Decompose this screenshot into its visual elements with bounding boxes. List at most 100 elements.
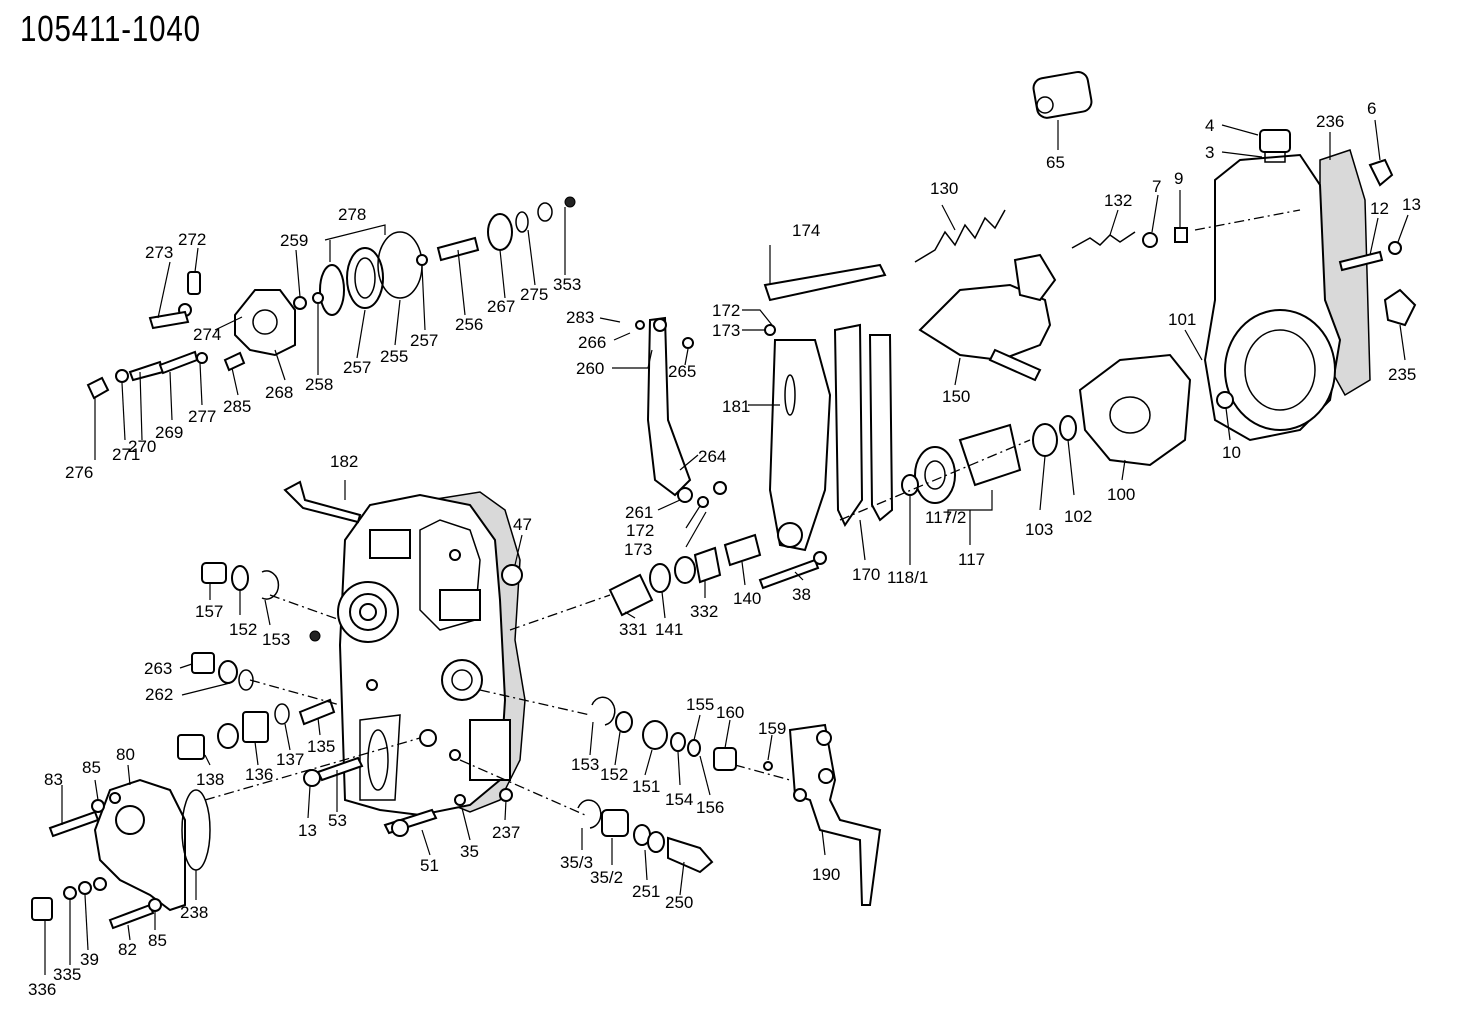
callout: 35/3 — [560, 853, 593, 872]
callout: 276 — [65, 463, 93, 482]
callout: 283 — [566, 308, 594, 327]
callout: 269 — [155, 423, 183, 442]
callout: 335 — [53, 965, 81, 984]
callout: 264 — [698, 447, 726, 466]
callout: 135 — [307, 737, 335, 756]
callout: 170 — [852, 565, 880, 584]
callout: 39 — [80, 950, 99, 969]
end-cover-80 — [31, 778, 211, 930]
leader-lines — [44, 119, 1409, 975]
callout: 152 — [229, 620, 257, 639]
spring-and-lever-150 — [914, 209, 1188, 382]
callout: 260 — [576, 359, 604, 378]
callout: 172 — [712, 301, 740, 320]
callout: 251 — [632, 882, 660, 901]
callout: 258 — [305, 375, 333, 394]
callout: 117/2 — [925, 508, 966, 527]
callout: 13 — [1402, 195, 1421, 214]
callout-labels: 273 272 259 278 274 268 258 257 255 257 … — [28, 99, 1421, 999]
callout: 150 — [942, 387, 970, 406]
callout: 159 — [758, 719, 786, 738]
callout: 275 — [520, 285, 548, 304]
callout: 237 — [492, 823, 520, 842]
governor-levers — [763, 263, 894, 552]
callout: 268 — [265, 383, 293, 402]
callout: 141 — [655, 620, 683, 639]
callout: 266 — [578, 333, 606, 352]
callout: 130 — [930, 179, 958, 198]
callout: 336 — [28, 980, 56, 999]
callout: 51 — [420, 856, 439, 875]
callout: 190 — [812, 865, 840, 884]
callout: 235 — [1388, 365, 1416, 384]
left-side-parts — [177, 562, 364, 787]
control-shaft-parts — [283, 480, 827, 642]
callout: 3 — [1205, 143, 1214, 162]
callout: 151 — [632, 777, 660, 796]
callout: 157 — [195, 602, 223, 621]
callout: 132 — [1104, 191, 1132, 210]
callout: 137 — [276, 750, 304, 769]
callout: 65 — [1046, 153, 1065, 172]
callout: 153 — [262, 630, 290, 649]
callout: 236 — [1316, 112, 1344, 131]
callout: 172 — [626, 521, 654, 540]
callout: 10 — [1222, 443, 1241, 462]
callout: 117 — [958, 550, 985, 569]
lever-260 — [635, 316, 727, 508]
callout: 160 — [716, 703, 744, 722]
callout: 85 — [82, 758, 101, 777]
callout: 82 — [118, 940, 137, 959]
callout: 9 — [1174, 169, 1183, 188]
bottom-centre-parts — [383, 788, 714, 874]
callout: 263 — [144, 659, 172, 678]
callout: 100 — [1107, 485, 1135, 504]
callout: 353 — [553, 275, 581, 294]
callout: 38 — [792, 585, 811, 604]
callout: 277 — [188, 407, 216, 426]
pump-housing — [337, 491, 526, 817]
adjustment-parts — [591, 696, 882, 906]
callout: 6 — [1367, 99, 1376, 118]
callout: 47 — [513, 515, 532, 534]
callout: 155 — [686, 695, 714, 714]
callout: 270 — [128, 437, 156, 456]
callout: 250 — [665, 893, 693, 912]
callout: 267 — [487, 297, 515, 316]
callout: 118/1 — [887, 568, 928, 587]
callout: 271 — [112, 445, 140, 464]
callout: 174 — [792, 221, 820, 240]
callout: 181 — [722, 397, 750, 416]
callout: 332 — [690, 602, 718, 621]
flyweight-assembly — [901, 71, 1192, 504]
callout: 255 — [380, 347, 408, 366]
governor-housing — [1203, 129, 1417, 442]
callout: 80 — [116, 745, 135, 764]
callout: 331 — [619, 620, 647, 639]
callout: 156 — [696, 798, 724, 817]
callout: 278 — [338, 205, 366, 224]
callout: 262 — [145, 685, 173, 704]
callout: 140 — [733, 589, 761, 608]
callout: 85 — [148, 931, 167, 950]
callout: 273 — [145, 243, 173, 262]
diagram-part-number: 105411-1040 — [20, 8, 201, 49]
callout: 257 — [343, 358, 371, 377]
callout: 53 — [328, 811, 347, 830]
callout: 173 — [624, 540, 652, 559]
callout: 257 — [410, 331, 438, 350]
callout: 238 — [180, 903, 208, 922]
callout: 285 — [223, 397, 251, 416]
callout: 272 — [178, 230, 206, 249]
callout: 83 — [44, 770, 63, 789]
callout: 102 — [1064, 507, 1092, 526]
callout: 12 — [1370, 199, 1389, 218]
callout: 4 — [1205, 116, 1214, 135]
callout: 173 — [712, 321, 740, 340]
callout: 265 — [668, 362, 696, 381]
callout: 259 — [280, 231, 308, 250]
assembly-lines — [204, 209, 1301, 816]
callout: 35 — [460, 842, 479, 861]
